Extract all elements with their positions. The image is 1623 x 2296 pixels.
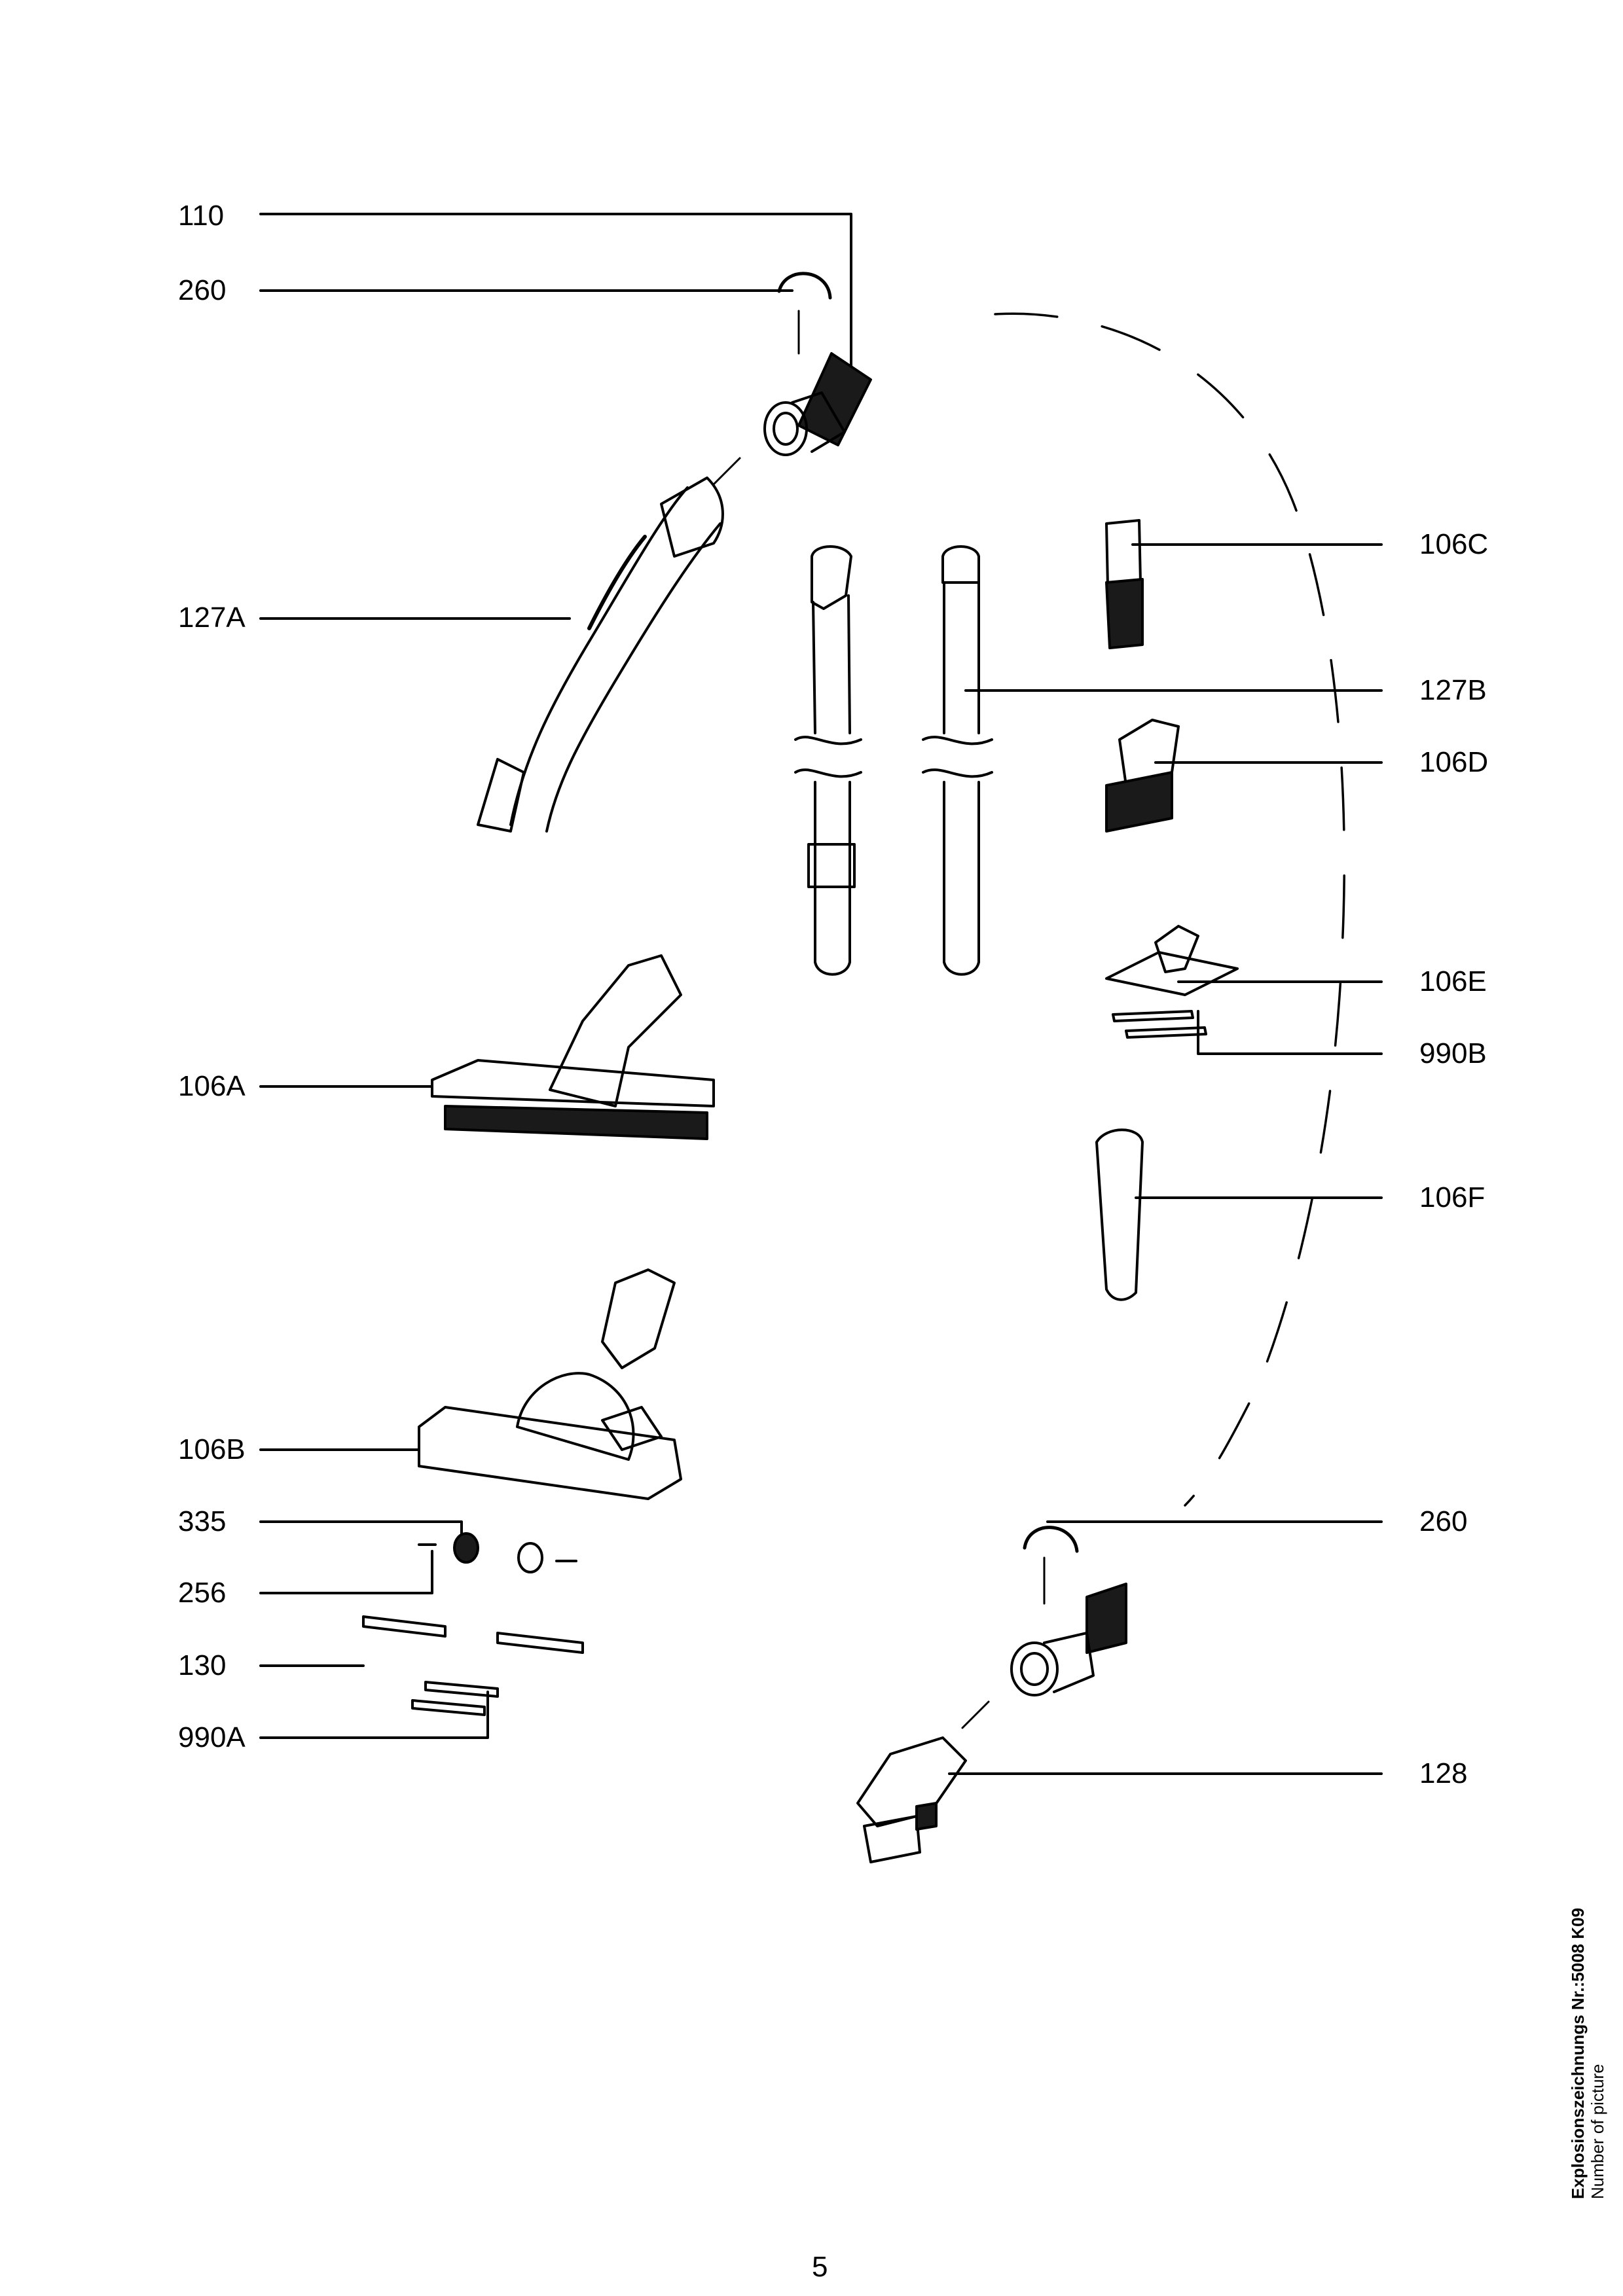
label-106D: 106D: [1419, 746, 1489, 778]
leader-lines-right: [948, 543, 1383, 1775]
nozzle-106E: [1105, 925, 1239, 996]
drawing-caption: Explosionszeichnungs Nr.:5008 K09 Number…: [1568, 1702, 1607, 2199]
small-parts: [362, 1532, 584, 1716]
label-335: 335: [178, 1505, 227, 1537]
label-127B: 127B: [1419, 674, 1487, 706]
telescopic-tube-right: [922, 545, 993, 976]
hose-path-dashed: [994, 312, 1346, 1507]
label-128: 128: [1419, 1757, 1468, 1789]
adapter-128: [856, 1736, 967, 1863]
hose-coupling-bottom: [1010, 1583, 1127, 1696]
caption-subtitle: Number of picture: [1588, 2064, 1607, 2199]
label-127A: 127A: [178, 601, 246, 634]
brush-106C: [1105, 519, 1144, 649]
handle-tube-127A: [477, 476, 724, 833]
leader-lines-left: [259, 213, 852, 1739]
label-260-top: 260: [178, 274, 227, 306]
label-106A: 106A: [178, 1070, 246, 1102]
telescopic-tube-left: [794, 545, 862, 976]
brush-106D: [1105, 719, 1180, 833]
crevice-tool-106F: [1095, 1128, 1144, 1301]
caption-title: Explosionszeichnungs Nr.:5008 K09: [1568, 1907, 1588, 2199]
label-256: 256: [178, 1577, 227, 1609]
label-260-bottom: 260: [1419, 1505, 1468, 1537]
hose-coupling-110: [763, 352, 872, 456]
label-130: 130: [178, 1649, 227, 1681]
clip-260-top: [777, 272, 832, 300]
page-number: 5: [812, 2251, 828, 2283]
floor-nozzle-106B: [418, 1268, 682, 1500]
clip-260-bottom: [1023, 1526, 1079, 1553]
label-110: 110: [178, 200, 225, 232]
floor-nozzle-106A: [431, 954, 715, 1140]
label-106F: 106F: [1419, 1181, 1486, 1213]
label-106C: 106C: [1419, 528, 1489, 560]
label-990B: 990B: [1419, 1037, 1487, 1069]
label-106E: 106E: [1419, 965, 1487, 997]
label-990A: 990A: [178, 1721, 246, 1753]
strips-990B: [1112, 1010, 1207, 1039]
label-106B: 106B: [178, 1433, 246, 1465]
